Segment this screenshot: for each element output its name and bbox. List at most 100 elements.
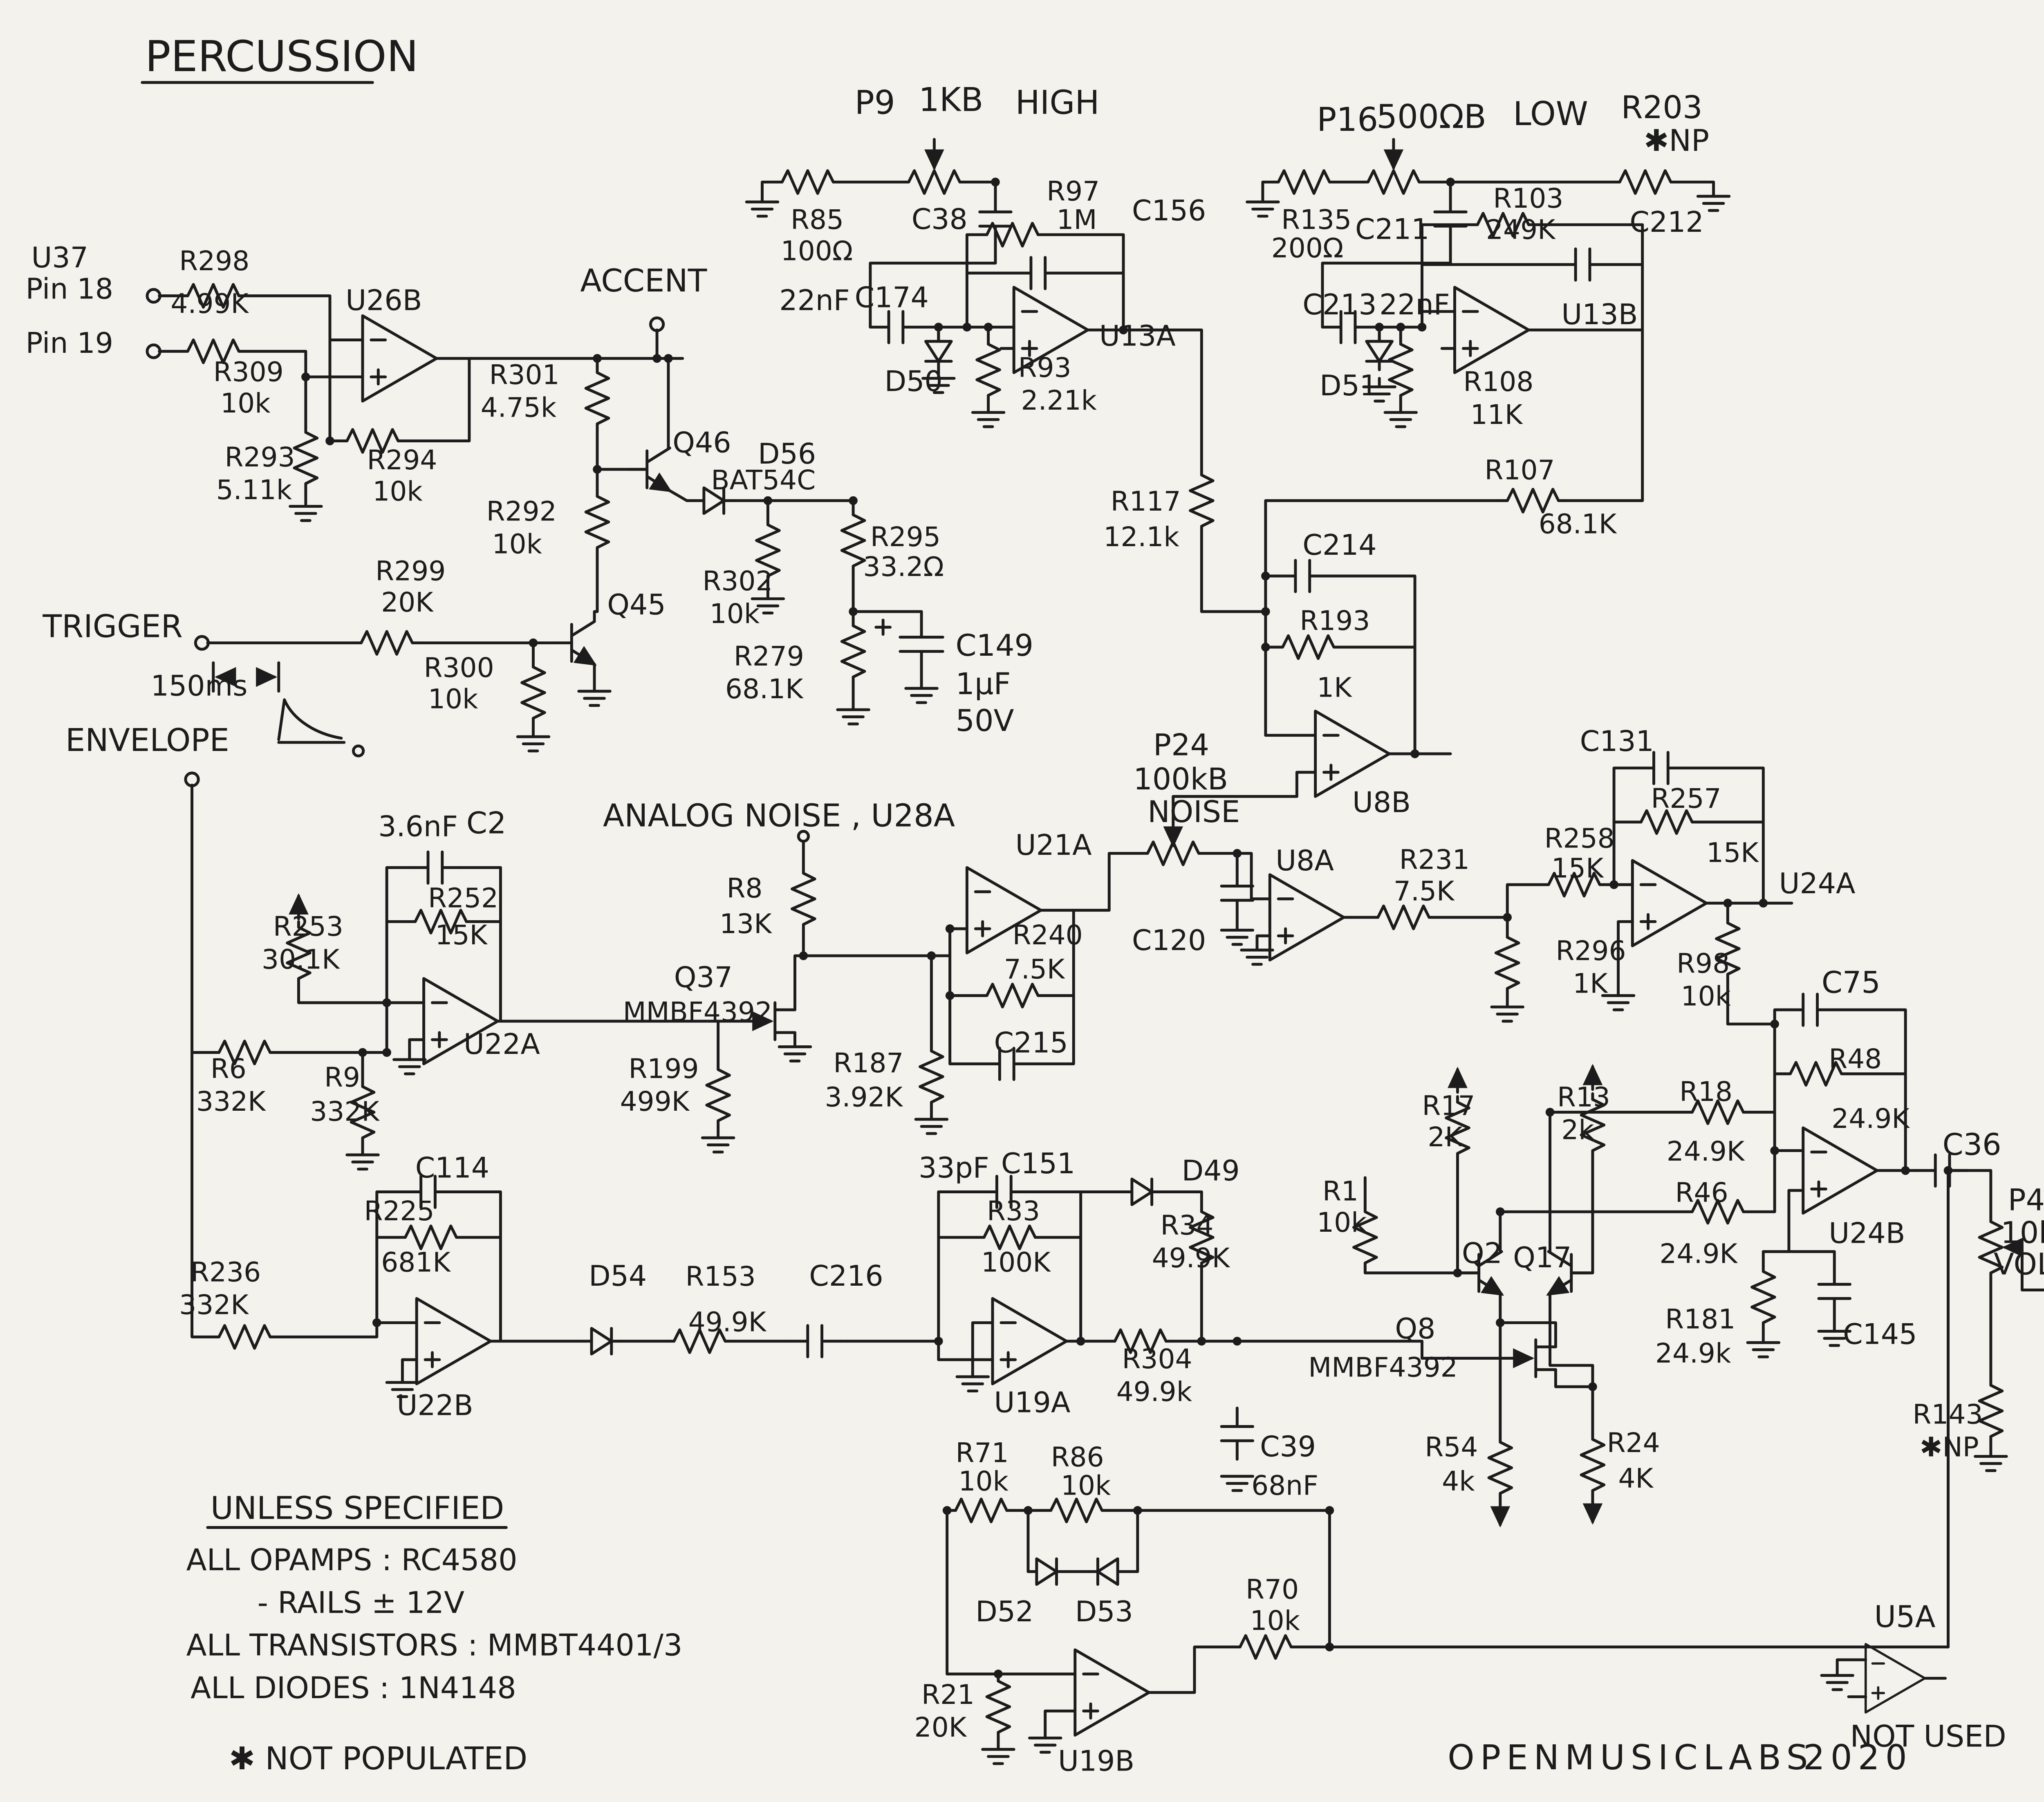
ground-symbol [1247,202,1279,216]
r85-val: 100Ω [781,235,853,267]
c216: C216 [809,1260,883,1293]
r24-resistor [1581,1434,1604,1496]
u37-pin19: Pin 19 [26,327,113,360]
analog-noise: ANALOG NOISE , U28A [603,798,955,834]
r70: R70 [1246,1573,1299,1605]
u21a: U21A [1015,829,1092,862]
c156: C156 [1132,194,1206,227]
note-diodes: ALL DIODES : 1N4148 [191,1671,516,1706]
c114: C114 [415,1152,489,1185]
wires-u8b-u8a-u24a [1039,574,1793,1026]
q37: Q37 [674,961,733,994]
c151: C151 [1001,1147,1075,1180]
r309-val: 10k [220,388,271,419]
r21: R21 [921,1679,975,1710]
ground-symbol [1242,950,1273,964]
r236: R236 [191,1257,261,1288]
p9-band: HIGH [1015,83,1100,121]
r292-val: 10k [492,528,542,560]
r225-val: 681K [381,1246,451,1278]
p9-val: 1KB [919,81,983,119]
c2-val: 3.6nF [378,810,458,843]
wires-u22a-u21a [274,840,1075,1157]
c38: C38 [912,203,968,236]
c39: C39 [1260,1430,1316,1464]
d53-diode [1089,1559,1126,1585]
c151-val: 33pF [919,1152,989,1185]
q45-transistor [553,621,594,664]
r295: R295 [870,521,941,553]
ground-symbol [1029,1738,1061,1752]
r6: R6 [211,1053,247,1085]
c75: C75 [1822,965,1880,1000]
u19b: U19B [1058,1744,1134,1777]
ground-symbol [518,737,549,751]
r107: R107 [1485,454,1555,486]
r252-val: 15K [435,919,488,951]
r135-resistor [1273,170,1335,193]
p9: P9 [855,83,895,121]
r117: R117 [1111,486,1181,517]
r21-val: 20K [914,1712,967,1743]
r17-val: 2K [1428,1121,1463,1153]
envelope: ENVELOPE [65,722,229,759]
r107-val: 68.1K [1539,509,1617,540]
c39-val: 68nF [1251,1470,1318,1502]
u8a: U8A [1275,844,1334,877]
r181-resistor [1752,1266,1775,1328]
p4-name: VOL [1994,1247,2044,1282]
r8-val: 13K [719,908,772,939]
p24: P24 [1153,728,1209,762]
d52: D52 [975,1595,1033,1628]
ground-symbol [957,1377,988,1391]
u37: U37 [31,241,88,274]
c120-capacitor [1221,867,1253,919]
c145-capacitor [1819,1266,1850,1317]
r103: R103 [1493,183,1563,214]
r296-resistor [1496,932,1519,994]
ground-symbol [1221,930,1253,944]
r258: R258 [1544,823,1615,854]
r135: R135 [1281,204,1351,235]
ground-symbol [702,1138,734,1152]
r225-resistor [399,1226,462,1249]
c149-electrolytic-plates [874,619,944,653]
trigger: TRIGGER [42,609,183,645]
u24a: U24A [1779,867,1856,900]
r8-resistor [792,867,815,930]
r33-resistor [978,1226,1041,1249]
ground-symbol [1385,412,1416,427]
r108: R108 [1463,366,1533,398]
note-np: ✱ NOT POPULATED [229,1741,527,1777]
r231: R231 [1399,844,1470,876]
u19a-opamp [993,1298,1067,1384]
r103-val: 249K [1486,214,1556,245]
c214-capacitor [1277,560,1328,592]
envelope-terminal [184,771,200,787]
d54-diode [583,1328,620,1354]
r299: R299 [375,555,446,587]
r86-resistor [1045,1499,1108,1522]
title: PERCUSSION [145,31,419,81]
r253-val: 30.1K [262,944,340,975]
p9-potentiometer [903,170,966,193]
note-rails: - RAILS ± 12V [258,1585,464,1620]
wires-u22b-u19a [274,1190,1239,1384]
r33-val: 100K [981,1246,1051,1278]
r46-val: 24.9K [1659,1238,1738,1269]
r1: R1 [1322,1175,1358,1207]
r71-val: 10k [959,1466,1009,1497]
q17: Q17 [1513,1241,1571,1274]
r304: R304 [1122,1343,1192,1375]
c212-capacitor [1557,249,1608,280]
c39-capacitor [1221,1408,1253,1459]
q46-transistor [628,448,670,491]
r225: R225 [364,1195,434,1227]
u8b: U8B [1352,786,1411,819]
r193: R193 [1300,605,1370,637]
pin18-terminal [146,288,161,304]
r199-resistor [707,1064,730,1126]
sketch-terminal [352,744,365,758]
